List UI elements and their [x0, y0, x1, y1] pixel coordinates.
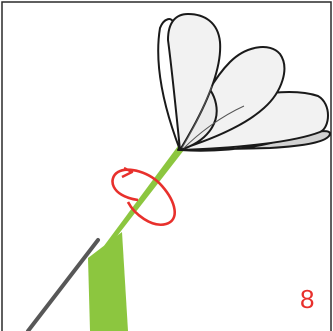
green-stem	[92, 146, 184, 262]
step-number: 8	[300, 282, 330, 316]
wooden-stick	[28, 240, 98, 331]
paper-flower	[158, 14, 330, 151]
